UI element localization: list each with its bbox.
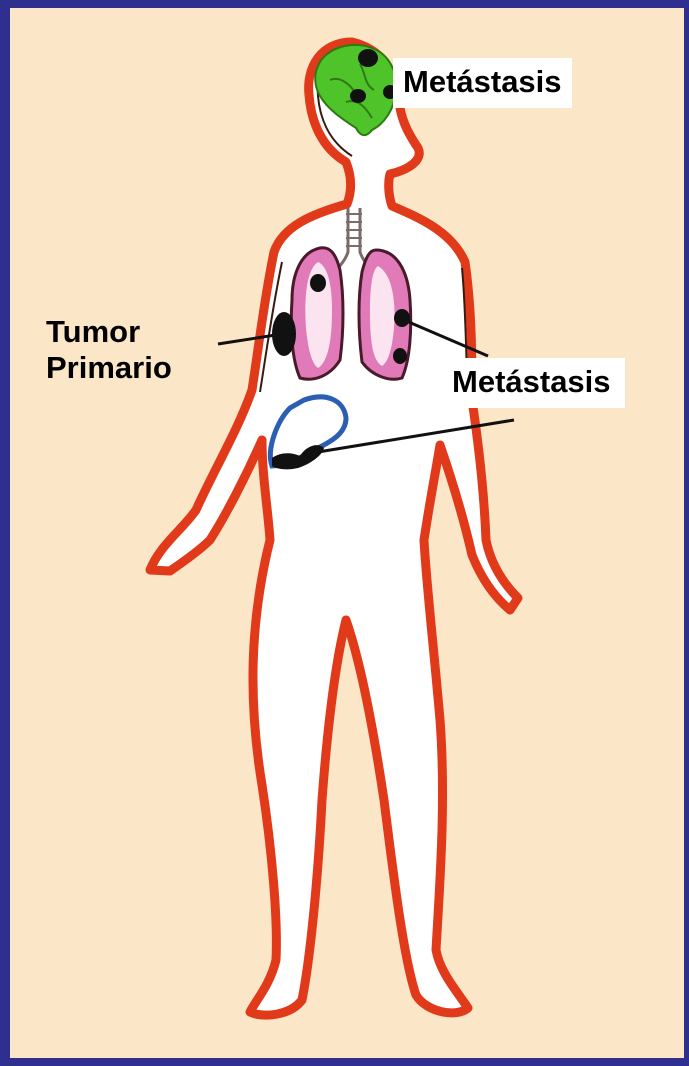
brain-metastasis-spot — [350, 89, 366, 103]
primary-tumor-label: Tumor Primario — [46, 314, 172, 385]
lung-metastasis-spot — [310, 274, 326, 292]
brain-metastasis-spot — [358, 49, 378, 67]
brain-metastasis-label: Metástasis — [393, 58, 572, 108]
human-body-illustration — [10, 8, 684, 1058]
lung-metastasis-spot — [394, 309, 410, 327]
body-metastasis-label: Metástasis — [442, 358, 625, 408]
primary-tumor-text-line1: Tumor — [46, 314, 172, 350]
body-silhouette — [150, 42, 518, 1015]
lung-metastasis-spot — [393, 348, 407, 364]
body-metastasis-text: Metástasis — [452, 364, 611, 399]
primary-tumor-text-line2: Primario — [46, 350, 172, 386]
diagram-frame: Metástasis Tumor Primario Metástasis — [10, 8, 684, 1058]
brain-metastasis-text: Metástasis — [403, 64, 562, 99]
